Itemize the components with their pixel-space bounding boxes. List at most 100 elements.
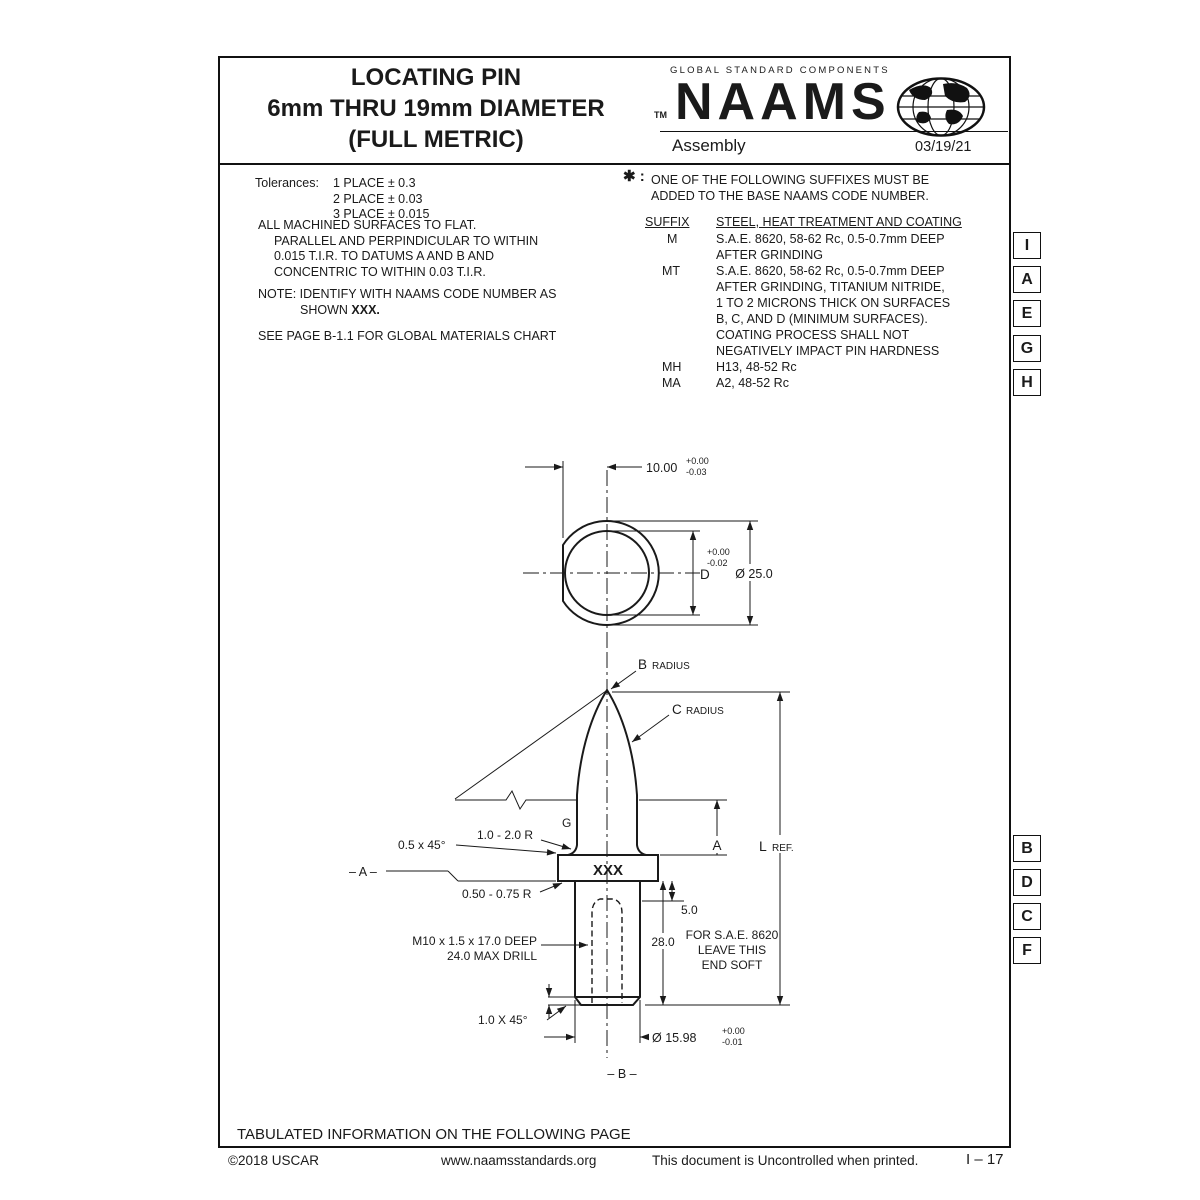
index-tab-g: G — [1013, 335, 1041, 362]
suffix-desc-line: S.A.E. 8620, 58-62 Rc, 0.5-0.7mm DEEP — [716, 264, 945, 278]
identify-note: NOTE: IDENTIFY WITH NAAMS CODE NUMBER AS… — [258, 287, 556, 318]
surface-note-line: PARALLEL AND PERPINDICULAR TO WITHIN — [274, 233, 539, 248]
index-tab-b: B — [1013, 835, 1041, 862]
datum-a-label: – A – — [349, 865, 377, 879]
title-line-1: LOCATING PIN — [350, 64, 522, 91]
c-radius-label: C — [672, 702, 682, 717]
suffix-desc-line: COATING PROCESS SHALL NOT — [716, 328, 910, 342]
bore-diameter-label: D — [700, 567, 710, 582]
length-ref-word: REF. — [772, 843, 794, 854]
gage-label: G — [562, 816, 571, 830]
top-radius-label: 1.0 - 2.0 R — [477, 828, 533, 842]
globe-icon — [896, 77, 986, 137]
treatment-col-header: STEEL, HEAT TREATMENT AND COATING — [716, 215, 962, 229]
top-radius-leader — [540, 839, 572, 850]
surface-note-line: 0.015 T.I.R. TO DATUMS A AND B AND — [274, 249, 494, 263]
title-line-3: (FULL METRIC) — [348, 126, 524, 153]
suffix-desc-line: S.A.E. 8620, 58-62 Rc, 0.5-0.7mm DEEP — [716, 232, 945, 246]
length-ref-label: L — [759, 838, 767, 854]
text-mask — [644, 933, 682, 949]
suffix-desc-ma: A2, 48-52 Rc — [716, 376, 789, 390]
index-tab-e: E — [1013, 300, 1041, 327]
datum-b-label: – B – — [607, 1067, 636, 1081]
tolerance-2-place: 2 PLACE ± 0.03 — [332, 191, 423, 206]
machined-surfaces-note: ALL MACHINED SURFACES TO FLAT. PARALLEL … — [258, 218, 538, 280]
brand-logo: NAAMS — [675, 73, 891, 131]
suffix-intro-2: ADDED TO THE BASE NAAMS CODE NUMBER. — [651, 189, 929, 203]
b-radius-word: RADIUS — [652, 661, 690, 672]
dim-head-diameter: Ø 25.0 — [735, 567, 773, 581]
tolerance-3-place: 3 PLACE ± 0.015 — [332, 207, 430, 221]
soft-end-note-3: END SOFT — [702, 958, 763, 972]
drill-spec: 24.0 MAX DRILL — [447, 949, 537, 963]
index-tab-h: H — [1013, 369, 1041, 396]
brand-tagline: GLOBAL STANDARD COMPONENTS — [670, 65, 890, 76]
tangent-construction-line — [454, 690, 607, 800]
suffix-desc-line: NEGATIVELY IMPACT PIN HARDNESS — [716, 344, 940, 358]
index-tab-f: F — [1013, 937, 1041, 964]
trademark: TM — [654, 110, 667, 120]
identify-note-code: XXX. — [351, 302, 380, 317]
footer-notice: This document is Uncontrolled when print… — [652, 1153, 919, 1168]
shank-tol-minus: -0.01 — [722, 1037, 743, 1047]
top-chamfer-leader — [455, 844, 557, 856]
c-radius-word: RADIUS — [686, 706, 724, 717]
doc-title: LOCATING PIN 6mm THRU 19mm DIAMETER (FUL… — [240, 62, 632, 155]
text-mask — [709, 836, 725, 853]
footer-page-number: I – 17 — [966, 1151, 1004, 1168]
soft-end-note-2: LEAVE THIS — [698, 943, 766, 957]
index-tab-i: I — [1013, 232, 1041, 259]
surface-note-line: CONCENTRIC TO WITHIN 0.03 T.I.R. — [274, 264, 486, 279]
pin-profile — [557, 688, 659, 1006]
index-tab-c: C — [1013, 903, 1041, 930]
dim-head-width-tol-plus: +0.00 — [686, 456, 709, 466]
identify-note-line-1: NOTE: IDENTIFY WITH NAAMS CODE NUMBER AS — [258, 287, 557, 301]
gage-line — [455, 789, 577, 811]
footer-copyright: ©2018 USCAR — [228, 1153, 319, 1168]
head-top-view-outline — [562, 520, 660, 626]
datum-a-leader — [447, 870, 459, 882]
b-radius-leader — [610, 670, 637, 690]
suffix-desc-line: 1 TO 2 MICRONS THICK ON SURFACES — [716, 296, 951, 310]
soft-end-note-1: FOR S.A.E. 8620 — [686, 928, 779, 942]
tolerances-label: Tolerances: — [255, 176, 319, 190]
suffix-code-m: M — [667, 232, 678, 246]
suffix-code-mt: MT — [662, 264, 681, 278]
suffix-desc-mt: S.A.E. 8620, 58-62 Rc, 0.5-0.7mm DEEP AF… — [716, 263, 950, 359]
tolerance-1-place: 1 PLACE ± 0.3 — [332, 176, 416, 190]
doc-date: 03/19/21 — [915, 139, 972, 155]
index-tab-a: A — [1013, 266, 1041, 293]
suffix-code-mh: MH — [662, 360, 682, 374]
dim-head-width-tol-minus: -0.03 — [686, 467, 707, 477]
product-line: Assembly — [672, 136, 746, 155]
bottom-radius-leader — [539, 882, 563, 893]
identify-note-line-2: SHOWN XXX. — [300, 303, 556, 319]
document-border — [218, 56, 1011, 1148]
c-radius-leader — [631, 714, 670, 743]
bore-tol-plus: +0.00 — [707, 547, 730, 557]
bottom-chamfer-leader — [546, 1005, 567, 1021]
materials-chart-note: SEE PAGE B-1.1 FOR GLOBAL MATERIALS CHAR… — [258, 329, 557, 343]
asterisk-marker: ✱ : — [623, 168, 645, 185]
naams-code-marking: XXX — [593, 862, 623, 879]
top-chamfer-label: 0.5 x 45° — [398, 838, 446, 852]
suffix-desc-mh: H13, 48-52 Rc — [716, 360, 797, 374]
text-mask — [754, 835, 808, 853]
b-radius-label: B — [638, 657, 647, 672]
dim-5: 5.0 — [681, 903, 698, 917]
thread-spec: M10 x 1.5 x 17.0 DEEP — [412, 934, 537, 948]
tabulated-info-note: TABULATED INFORMATION ON THE FOLLOWING P… — [237, 1126, 631, 1143]
shank-tol-plus: +0.00 — [722, 1026, 745, 1036]
header-divider — [220, 163, 1009, 165]
footer-website: www.naamsstandards.org — [441, 1153, 597, 1168]
suffix-desc-m: S.A.E. 8620, 58-62 Rc, 0.5-0.7mm DEEP AF… — [716, 231, 945, 263]
dim-a-label: A — [712, 838, 721, 853]
bottom-chamfer-label: 1.0 X 45° — [478, 1013, 528, 1027]
index-tab-d: D — [1013, 869, 1041, 896]
surface-note-line: ALL MACHINED SURFACES TO FLAT. — [258, 218, 477, 232]
logo-underline — [660, 131, 1008, 132]
title-line-2: 6mm THRU 19mm DIAMETER — [267, 95, 605, 122]
text-mask — [728, 564, 781, 581]
